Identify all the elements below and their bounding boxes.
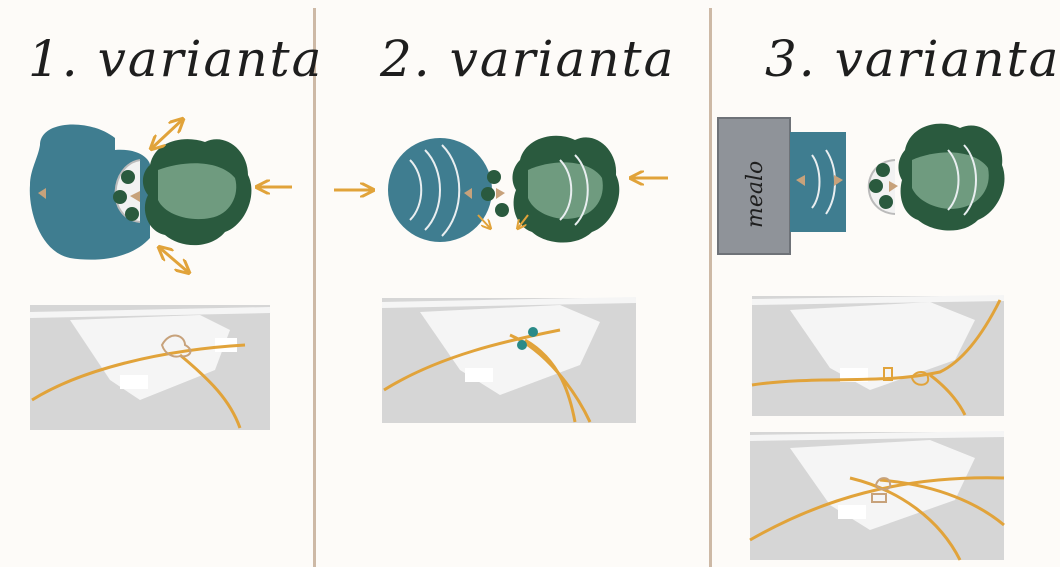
panel-3-title: 3. varianta <box>765 30 1060 88</box>
tree-inner <box>912 152 989 209</box>
arrow-icon <box>160 248 188 272</box>
arrow-icon <box>518 214 529 228</box>
variant-3-diagram: mealo <box>717 117 1005 561</box>
tan-triangle-icon <box>796 175 805 186</box>
tan-triangle-icon <box>834 175 843 186</box>
tree-inner <box>158 163 237 220</box>
variant-2-diagram <box>334 135 668 423</box>
tan-triangle-icon <box>38 188 46 199</box>
tan-triangle-icon <box>464 188 472 199</box>
tree-dot <box>876 163 890 177</box>
tree-dot <box>517 340 527 350</box>
box-label: mealo <box>743 161 768 228</box>
variant-1-map <box>29 305 271 430</box>
gray-box <box>717 117 791 255</box>
arrow-icon <box>152 120 182 148</box>
tree-dot <box>481 187 495 201</box>
variant-1-diagram <box>29 120 292 430</box>
diagram-canvas: mealo <box>29 0 1005 561</box>
tree-dot <box>125 207 139 221</box>
variant-3-map-bottom <box>749 431 1005 561</box>
tree-dot <box>528 327 538 337</box>
panel-divider-2 <box>709 8 712 567</box>
tree-dot <box>495 203 509 217</box>
panel-divider-1 <box>313 8 316 567</box>
tree-dot <box>879 195 893 209</box>
variant-2-map <box>381 297 637 423</box>
tree-inner <box>528 162 603 219</box>
tan-triangle-icon <box>130 191 140 202</box>
tan-triangle-icon <box>889 181 898 192</box>
arrow-icon <box>477 214 490 228</box>
variant-3-map-top <box>751 295 1005 416</box>
tree-dot <box>121 170 135 184</box>
panel-2-title: 2. varianta <box>380 30 676 88</box>
tan-triangle-icon <box>496 188 505 199</box>
tree-dot <box>113 190 127 204</box>
teal-shape <box>29 124 151 260</box>
tree-dot <box>487 170 501 184</box>
panel-1-title: 1. varianta <box>28 30 324 88</box>
tree-dot <box>869 179 883 193</box>
